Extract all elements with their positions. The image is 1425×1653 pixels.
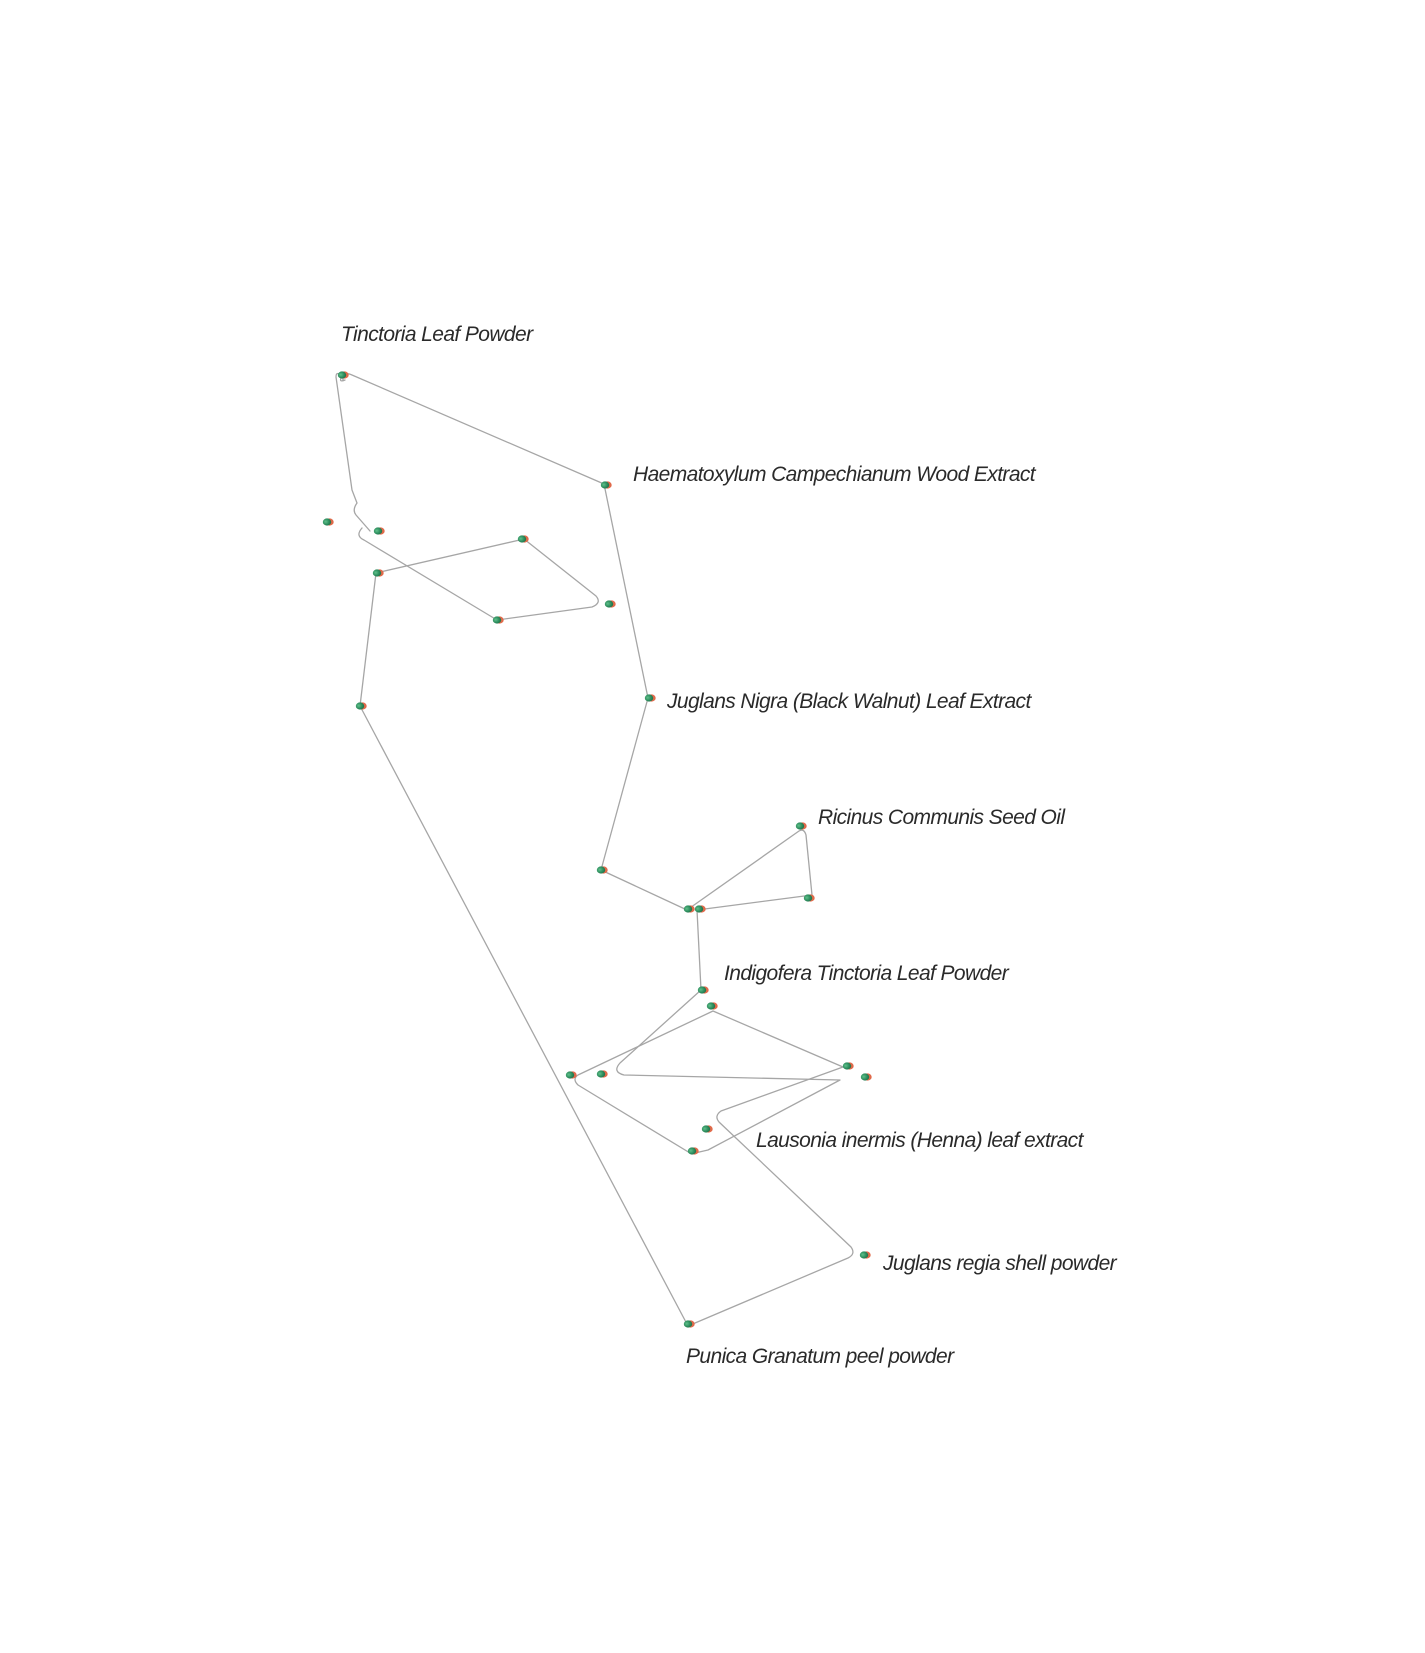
station-dot-core bbox=[697, 986, 707, 994]
station-dot-core bbox=[687, 1147, 697, 1155]
station-dot-core bbox=[604, 600, 614, 608]
station-dot bbox=[596, 1070, 608, 1078]
station-dot-core bbox=[859, 1251, 869, 1259]
station-dot-core bbox=[860, 1073, 870, 1081]
station-dot-core bbox=[644, 694, 654, 702]
station-dot bbox=[337, 371, 349, 379]
label-juglans-regia: Juglans regia shell powder bbox=[882, 1252, 1118, 1275]
label-punica: Punica Granatum peel powder bbox=[686, 1345, 955, 1368]
station-dot bbox=[706, 1002, 718, 1010]
station-dot-core bbox=[373, 527, 383, 535]
route-inner-loop bbox=[358, 527, 854, 1327]
station-dot-core bbox=[322, 518, 332, 526]
station-dot bbox=[795, 822, 807, 830]
station-dot bbox=[683, 1320, 695, 1328]
label-haematoxylum: Haematoxylum Campechianum Wood Extract bbox=[633, 463, 1037, 486]
label-indigofera: Indigofera Tinctoria Leaf Powder bbox=[724, 962, 1010, 985]
station-dot-core bbox=[517, 535, 527, 543]
station-dot bbox=[683, 905, 695, 913]
station-dot bbox=[373, 527, 385, 535]
station-dot bbox=[604, 600, 616, 608]
ingredient-labels: Tinctoria Leaf Powder Haematoxylum Campe… bbox=[341, 323, 1118, 1368]
station-dot-core bbox=[683, 1320, 693, 1328]
route-lines bbox=[335, 372, 854, 1327]
station-dot bbox=[859, 1251, 871, 1259]
label-juglans-nigra: Juglans Nigra (Black Walnut) Leaf Extrac… bbox=[666, 690, 1032, 713]
route-main bbox=[335, 372, 841, 1154]
station-dot bbox=[565, 1071, 577, 1079]
station-dot-core bbox=[701, 1125, 711, 1133]
station-dot-core bbox=[842, 1062, 852, 1070]
station-dot-core bbox=[565, 1071, 575, 1079]
station-dot bbox=[644, 694, 656, 702]
station-dot-core bbox=[337, 371, 347, 379]
station-dot-core bbox=[372, 569, 382, 577]
station-dot bbox=[842, 1062, 854, 1070]
label-tinctoria: Tinctoria Leaf Powder bbox=[341, 323, 534, 346]
station-dot bbox=[697, 986, 709, 994]
station-dot bbox=[492, 616, 504, 624]
station-dot bbox=[600, 481, 612, 489]
station-dot-core bbox=[694, 905, 704, 913]
station-dot bbox=[860, 1073, 872, 1081]
label-lawsonia: Lausonia inermis (Henna) leaf extract bbox=[756, 1129, 1085, 1152]
station-dot-core bbox=[795, 822, 805, 830]
station-dot-core bbox=[355, 702, 365, 710]
station-dot bbox=[517, 535, 529, 543]
station-dot bbox=[687, 1147, 699, 1155]
station-dot bbox=[355, 702, 367, 710]
station-dot-core bbox=[706, 1002, 716, 1010]
station-dot bbox=[694, 905, 706, 913]
station-dot bbox=[803, 894, 815, 902]
station-dot-core bbox=[600, 481, 610, 489]
station-dots bbox=[322, 371, 872, 1328]
station-dot bbox=[701, 1125, 713, 1133]
station-dot-core bbox=[492, 616, 502, 624]
station-dot bbox=[372, 569, 384, 577]
station-dot-core bbox=[596, 866, 606, 874]
station-dot bbox=[322, 518, 334, 526]
station-dot-core bbox=[596, 1070, 606, 1078]
station-dot-core bbox=[683, 905, 693, 913]
station-dot-core bbox=[803, 894, 813, 902]
label-ricinus: Ricinus Communis Seed Oil bbox=[818, 806, 1066, 829]
station-dot bbox=[596, 866, 608, 874]
